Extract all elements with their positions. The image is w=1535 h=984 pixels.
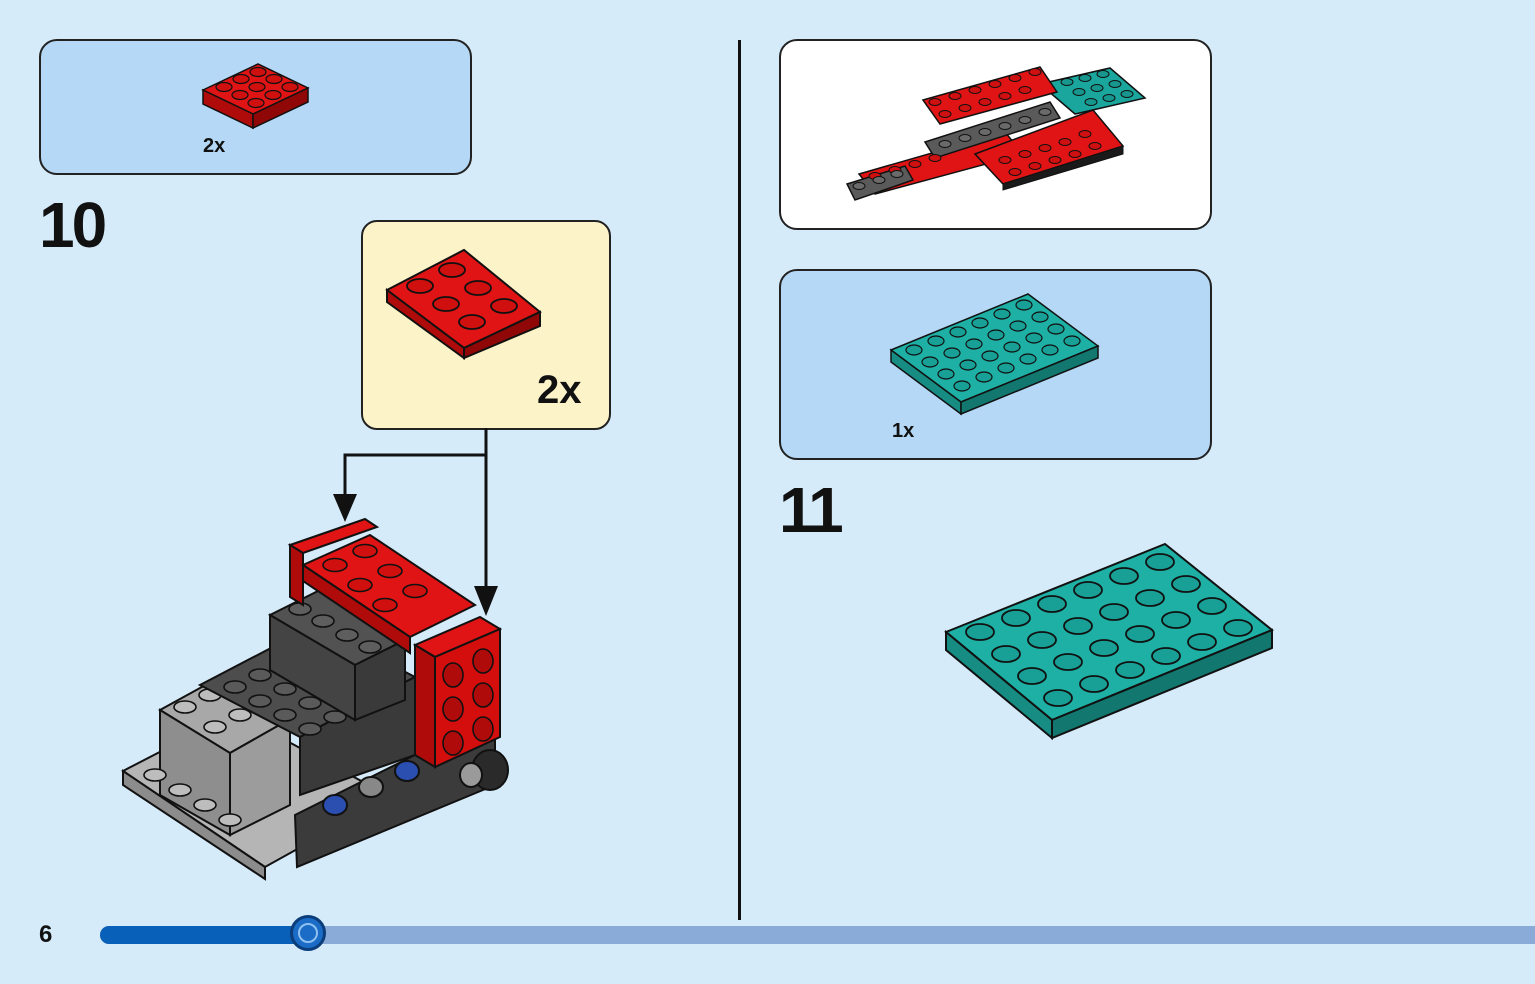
callout-qty-label: 2x xyxy=(537,368,582,412)
step-number: 11 xyxy=(779,474,844,546)
arrow-head-left xyxy=(333,494,357,522)
progress-knob xyxy=(290,915,327,951)
red-plate-2x3-callout-image xyxy=(385,248,542,360)
step10-model-image xyxy=(121,517,509,881)
parts-qty-label: 2x xyxy=(203,135,226,157)
step11-model-image xyxy=(944,542,1274,741)
teal-plate-4x6-thumbnail xyxy=(889,293,1100,416)
page-divider xyxy=(738,40,741,920)
arrow-head-right xyxy=(474,586,498,616)
progress-bar xyxy=(100,926,1535,944)
step-number: 10 xyxy=(39,189,107,261)
submodel-preview-image xyxy=(845,66,1147,201)
page-number: 6 xyxy=(39,921,53,948)
parts-qty-label: 1x xyxy=(892,420,915,442)
red-plate-2x3-thumbnail xyxy=(201,63,310,130)
placement-arrows xyxy=(333,428,498,616)
progress-fill xyxy=(100,926,309,944)
